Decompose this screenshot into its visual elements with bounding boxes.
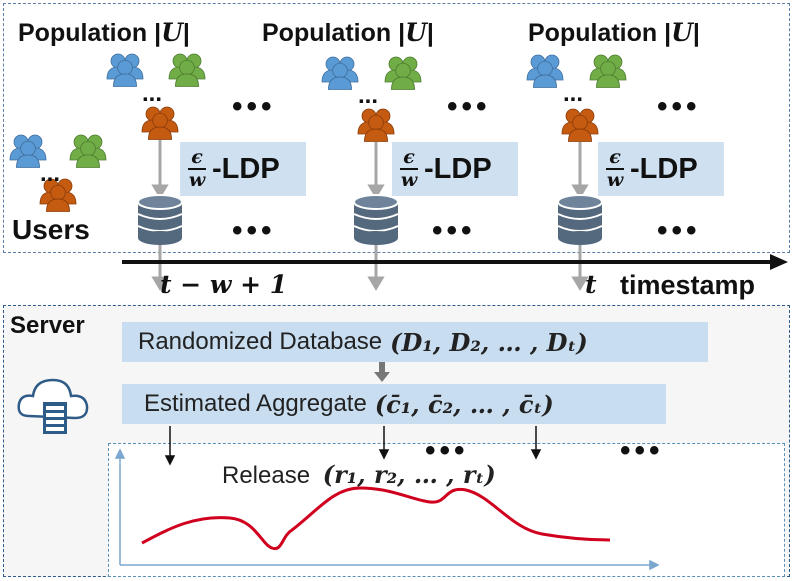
release-chart-axes bbox=[114, 448, 660, 571]
group-ellipsis-1: ... bbox=[142, 80, 163, 107]
population-label-1: Population |U| bbox=[18, 18, 190, 47]
users-icons-layer bbox=[0, 0, 788, 291]
dots: ••• bbox=[425, 434, 469, 467]
release-curve bbox=[141, 486, 611, 551]
dots: ••• bbox=[657, 214, 701, 247]
tick-label-end: t bbox=[585, 270, 597, 299]
randomized-database-box: Randomized Database (D₁, D₂, … , Dₜ) bbox=[122, 322, 708, 362]
population-label-3: Population |U| bbox=[528, 18, 700, 47]
down-arrow-icon bbox=[374, 362, 390, 382]
release-panel bbox=[108, 443, 785, 577]
users-label: Users bbox=[12, 214, 90, 245]
users-panel bbox=[3, 3, 790, 253]
dots: ••• bbox=[432, 214, 476, 247]
timestamp-label: timestamp bbox=[620, 270, 756, 300]
release-label: Release (r₁, r₂, … , rₜ) bbox=[222, 460, 496, 489]
dots: ••• bbox=[657, 90, 701, 123]
dots: ••• bbox=[232, 214, 276, 247]
cloud-server-icon bbox=[17, 378, 89, 434]
database-icon bbox=[137, 194, 183, 245]
dots: ••• bbox=[447, 90, 491, 123]
server-label: Server bbox=[10, 312, 85, 339]
release-arrows bbox=[164, 426, 542, 466]
group-ellipsis-2: ... bbox=[358, 82, 379, 109]
timeline-arrowhead bbox=[770, 254, 788, 270]
group-ellipsis-3: ... bbox=[563, 80, 584, 107]
users-ellipsis: ... bbox=[40, 160, 61, 187]
database-icon bbox=[353, 194, 399, 245]
dots: ••• bbox=[620, 434, 664, 467]
dots: ••• bbox=[232, 90, 276, 123]
estimated-aggregate-box: Estimated Aggregate (c̄₁, c̄₂, … , c̄ₜ) bbox=[122, 384, 666, 424]
database-icon bbox=[557, 194, 603, 245]
tick-label-start: t − w + 1 bbox=[160, 270, 288, 299]
population-label-2: Population |U| bbox=[262, 18, 434, 47]
